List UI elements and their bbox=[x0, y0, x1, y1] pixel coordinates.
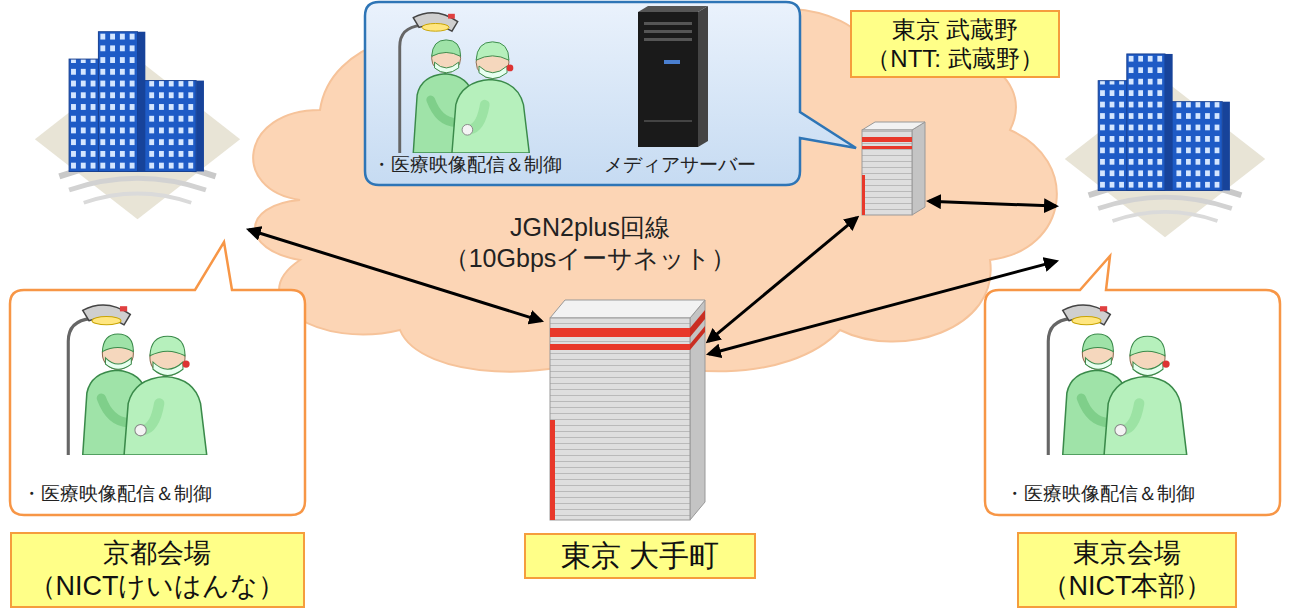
site-label: 京都会場 （NICTけいはんな） bbox=[10, 532, 305, 608]
surgeon-icon bbox=[68, 305, 206, 455]
callout-bubble: ・医療映像配信＆制御 bbox=[985, 290, 1280, 515]
speech-bubble bbox=[365, 2, 856, 185]
site-label: 東京 大手町 bbox=[524, 533, 756, 580]
network-link bbox=[708, 218, 857, 342]
site-building: 東京会場 （NICT本部） bbox=[1060, 30, 1270, 265]
caption-text: メディアサーバー bbox=[604, 154, 756, 177]
surgeon-icon bbox=[1048, 305, 1186, 455]
switch-stack bbox=[550, 300, 705, 520]
network-link bbox=[929, 201, 1056, 206]
callout-bubble: ・医療映像配信＆制御 bbox=[10, 290, 305, 515]
callout-bubble bbox=[985, 256, 1280, 515]
network-link bbox=[709, 261, 1056, 354]
site-label: 東京 武蔵野 （NTT: 武蔵野） bbox=[850, 10, 1060, 79]
caption-text: ・医療映像配信＆制御 bbox=[1005, 483, 1195, 506]
switch-stack bbox=[862, 122, 925, 215]
callout-bubble bbox=[10, 242, 305, 515]
surgeon-icon bbox=[400, 13, 530, 153]
caption-text: ・医療映像配信＆制御 bbox=[22, 483, 212, 506]
switch-node: 東京 武蔵野 （NTT: 武蔵野） bbox=[860, 122, 925, 215]
switch-node: 東京 大手町 bbox=[545, 300, 705, 520]
building-icon bbox=[1065, 54, 1265, 237]
media-server-icon bbox=[638, 6, 708, 147]
building-icon bbox=[35, 32, 240, 220]
network-label: JGN2plus回線 （10Gbpsイーサネット） bbox=[420, 212, 760, 275]
site-building: 京都会場 （NICTけいはんな） bbox=[30, 20, 245, 235]
site-label: 東京会場 （NICT本部） bbox=[1017, 532, 1237, 608]
caption-text: ・医療映像配信＆制御 bbox=[372, 154, 562, 177]
network-link bbox=[249, 230, 541, 321]
speech-bubble: ・医療映像配信＆制御 メディアサーバー bbox=[365, 2, 800, 185]
